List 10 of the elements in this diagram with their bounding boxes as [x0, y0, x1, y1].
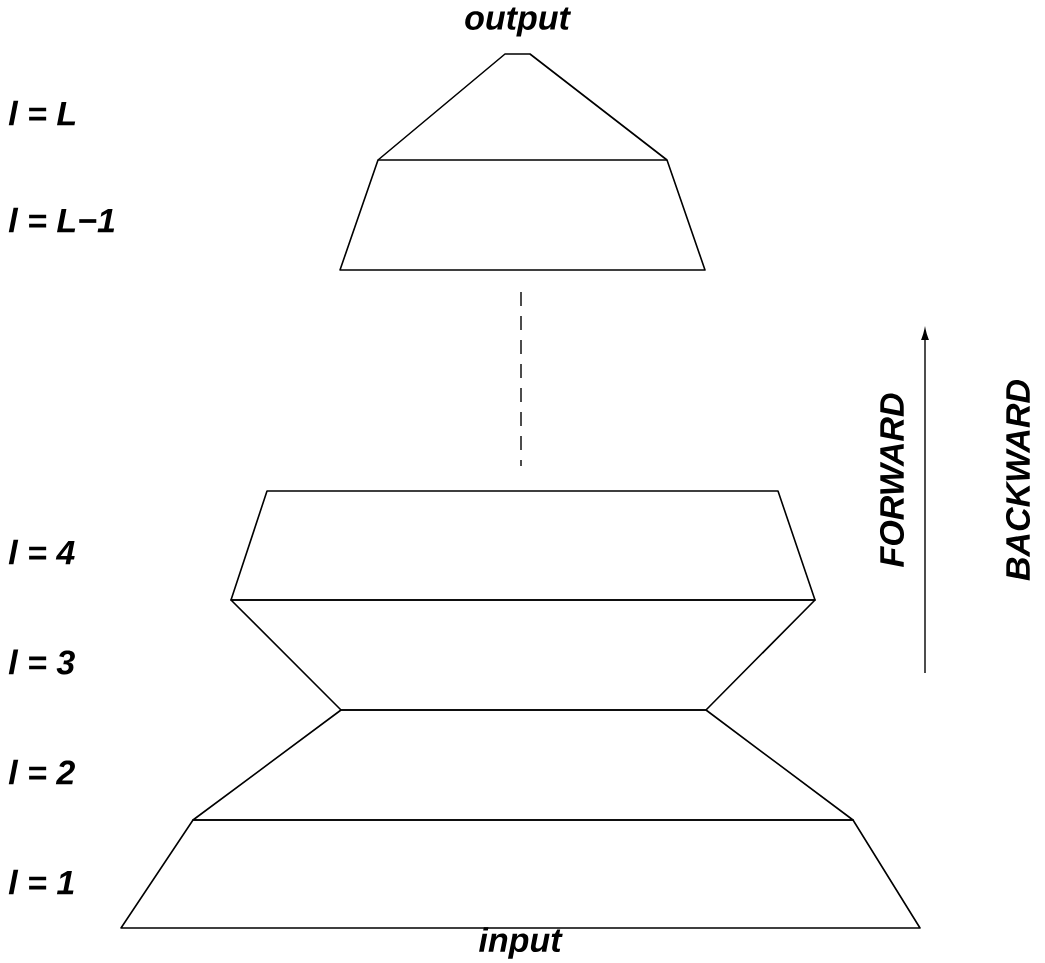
layer-label: l = 1: [8, 869, 74, 895]
io-label: output: [465, 7, 572, 37]
direction-label: BACKWARD: [1005, 379, 1031, 581]
io-label: input: [479, 927, 563, 959]
layer-label: l = L: [8, 100, 76, 126]
layer-label: l = L−1: [8, 207, 115, 233]
layer-label: l = 3: [8, 649, 75, 675]
layer-label: l = 2: [8, 759, 75, 785]
direction-label: FORWARD: [879, 393, 905, 567]
layer-label: l = 4: [8, 539, 75, 565]
